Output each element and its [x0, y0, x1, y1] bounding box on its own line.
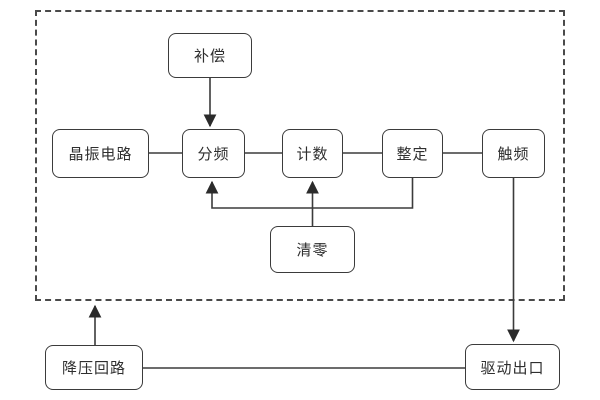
node-stepdown-circuit: 降压回路	[45, 345, 143, 390]
dashed-boundary-box	[35, 10, 565, 301]
node-setting: 整定	[382, 129, 443, 178]
node-compensation: 补偿	[168, 33, 252, 78]
node-trigger-frequency: 触频	[482, 129, 545, 178]
node-clear-reset-label: 清零	[296, 242, 329, 259]
node-setting-label: 整定	[396, 146, 429, 163]
node-crystal-oscillator-circuit-label: 晶振电路	[68, 146, 133, 163]
node-frequency-divider: 分频	[182, 129, 245, 178]
node-compensation-label: 补偿	[193, 48, 226, 65]
node-clear-reset: 清零	[270, 226, 355, 273]
node-stepdown-circuit-label: 降压回路	[61, 360, 126, 377]
node-counter-label: 计数	[296, 146, 329, 163]
node-frequency-divider-label: 分频	[197, 146, 230, 163]
node-drive-outlet-label: 驱动出口	[480, 359, 545, 377]
node-trigger-frequency-label: 触频	[497, 146, 530, 163]
node-counter: 计数	[282, 129, 343, 178]
node-drive-outlet: 驱动出口	[465, 344, 560, 390]
node-crystal-oscillator-circuit: 晶振电路	[52, 129, 149, 178]
